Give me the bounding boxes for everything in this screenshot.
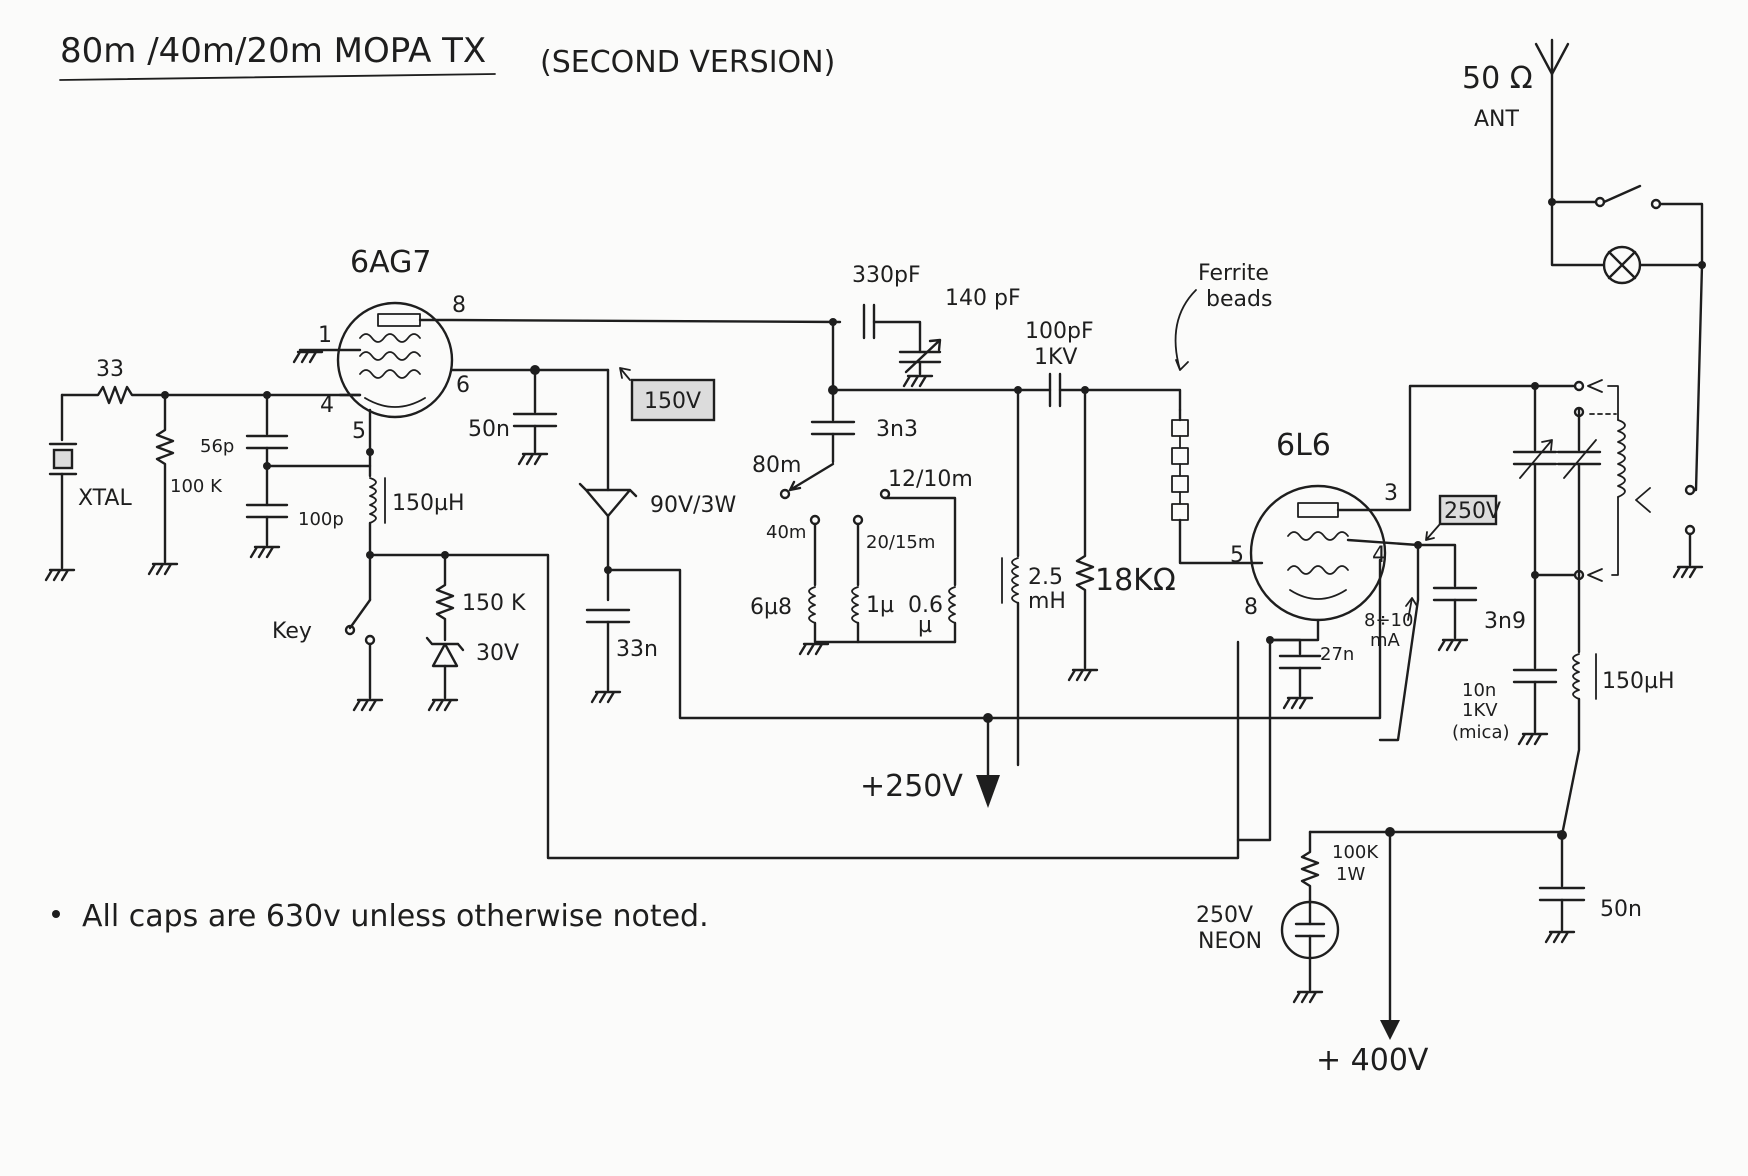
zener-90v-label: 90V/3W xyxy=(650,493,736,518)
antenna-section: 50 Ω ANT xyxy=(1462,38,1706,492)
choke-2m5-unit: mH xyxy=(1028,589,1066,614)
cap-100pf-voltage: 1KV xyxy=(1034,345,1077,370)
cap-50n-supply-label: 50n xyxy=(1600,897,1642,922)
ferrite-bead-icon xyxy=(1171,419,1189,437)
xtal-section: 33 XTAL 100 K 56p 100p xyxy=(44,357,372,582)
tube-6ag7-pin-1: 1 xyxy=(318,323,332,348)
rail-400v-arrow-icon xyxy=(1380,1020,1400,1040)
note-bullet-icon xyxy=(52,910,60,918)
ferrite-label-1: Ferrite xyxy=(1198,261,1269,286)
band-20-15m-label: 20/15m xyxy=(866,532,935,553)
xtal-label: XTAL xyxy=(78,486,132,511)
cap-50n-screen-label: 50n xyxy=(468,417,510,442)
keying-section: 150µH Key 150 K 30V xyxy=(272,448,1240,860)
coil-6u8-label: 6µ8 xyxy=(750,595,792,620)
tube-6l6-pin-5: 5 xyxy=(1230,543,1244,568)
tube-6ag7-pin-5: 5 xyxy=(352,419,366,444)
band-80m-label: 80m xyxy=(752,453,801,478)
cap-3n3-label: 3n3 xyxy=(876,417,918,442)
cap-3n9-label: 3n9 xyxy=(1484,609,1526,634)
cap-10n-label-2: 1KV xyxy=(1462,700,1498,721)
tube-6l6-pin-8: 8 xyxy=(1244,595,1258,620)
antenna-label: ANT xyxy=(1474,107,1520,132)
current-label-1: 8÷10 xyxy=(1364,610,1413,631)
resistor-100k-1w-label-1: 100K xyxy=(1332,842,1379,863)
cap-33n-label: 33n xyxy=(616,637,658,662)
cap-10n-label-3: (mica) xyxy=(1452,722,1510,743)
voltage-150v-label: 150V xyxy=(644,389,701,414)
resistor-18k-label: 18KΩ xyxy=(1095,563,1176,598)
choke-2m5-label: 2.5 xyxy=(1028,565,1063,590)
cap-330pf-label: 330pF xyxy=(852,263,921,288)
resistor-150k-label: 150 K xyxy=(462,591,526,616)
antenna-icon xyxy=(1534,42,1570,76)
note-text: All caps are 630v unless otherwise noted… xyxy=(82,899,709,934)
tube-6ag7-pin-4: 4 xyxy=(320,393,334,418)
switch-80m-contact-icon xyxy=(779,488,791,500)
tube-6ag7-name: 6AG7 xyxy=(350,245,431,280)
cap-27n-label: 27n xyxy=(1320,644,1354,665)
resistor-100k-1w-label-2: 1W xyxy=(1336,864,1365,885)
schematic-subtitle: (SECOND VERSION) xyxy=(540,45,835,80)
zener-30v-label: 30V xyxy=(476,641,519,666)
rail-400v-label: + 400V xyxy=(1316,1043,1429,1078)
choke-150uh-pa-label: 150µH xyxy=(1602,669,1675,694)
pa-bias-section: 27n 8÷10 mA 250V 3n9 xyxy=(1266,494,1526,742)
title-underline xyxy=(59,73,496,81)
tube-6ag7-pin-8: 8 xyxy=(452,293,466,318)
tube-6ag7: 6AG7 1 8 4 6 5 xyxy=(292,245,842,452)
resistor-33-label: 33 xyxy=(96,357,124,382)
tube-6l6-pin-4: 4 xyxy=(1372,543,1386,568)
coil-0u6-unit: µ xyxy=(918,613,932,638)
rail-250v-label: +250V xyxy=(860,769,963,804)
voltage-250v-badge xyxy=(1438,494,1498,526)
antenna-impedance-label: 50 Ω xyxy=(1462,61,1533,96)
tube-6ag7-pin-6: 6 xyxy=(456,373,470,398)
rail-250v-arrow-icon xyxy=(976,775,1000,808)
voltage-250v-label: 250V xyxy=(1444,499,1501,524)
cap-140pf-label: 140 pF xyxy=(945,286,1021,311)
current-label-2: mA xyxy=(1370,630,1401,651)
band-12-10m-label: 12/10m xyxy=(888,467,973,492)
resistor-100k-label: 100 K xyxy=(170,476,223,497)
voltage-150v-badge xyxy=(630,378,716,422)
tap-arrow-icon xyxy=(1587,379,1603,393)
tube-6l6-name: 6L6 xyxy=(1276,428,1331,463)
coil-0u6-label: 0.6 xyxy=(908,593,943,618)
key-contact-icon xyxy=(344,624,356,636)
neon-label-1: 250V xyxy=(1196,903,1253,928)
band-switch-section: 330pF 140 pF 3n3 80m 40m 12/10m 20/15m 6… xyxy=(750,263,1021,656)
screen-supply: 50n 150V 90V/3W 33n xyxy=(468,365,990,720)
tube-6l6-pin-3: 3 xyxy=(1384,481,1398,506)
cap-100p-label: 100p xyxy=(298,509,344,530)
band-40m-label: 40m xyxy=(766,522,806,543)
cap-56p-label: 56p xyxy=(200,436,234,457)
cap-10n-label-1: 10n xyxy=(1462,680,1496,701)
pa-grid-section: 100pF 1KV 2.5 mH +250V 18KΩ Ferrite bead… xyxy=(860,261,1382,808)
output-network: 10n 1KV (mica) 150µH xyxy=(1452,379,1704,837)
schematic-title: 80m /40m/20m MOPA TX xyxy=(60,31,486,71)
neon-label-2: NEON xyxy=(1198,929,1262,954)
cap-100pf-label: 100pF xyxy=(1025,319,1094,344)
xtal-icon xyxy=(52,448,74,470)
ferrite-label-2: beads xyxy=(1206,287,1272,312)
tube-6l6-envelope xyxy=(1249,484,1387,622)
hv-supply: 50n 100K 1W 250V NEON + 400V xyxy=(1196,827,1642,1078)
key-label: Key xyxy=(272,619,312,644)
tube-6ag7-envelope xyxy=(336,301,454,419)
choke-150uh-label: 150µH xyxy=(392,491,465,516)
coil-1u-label: 1µ xyxy=(866,593,894,618)
